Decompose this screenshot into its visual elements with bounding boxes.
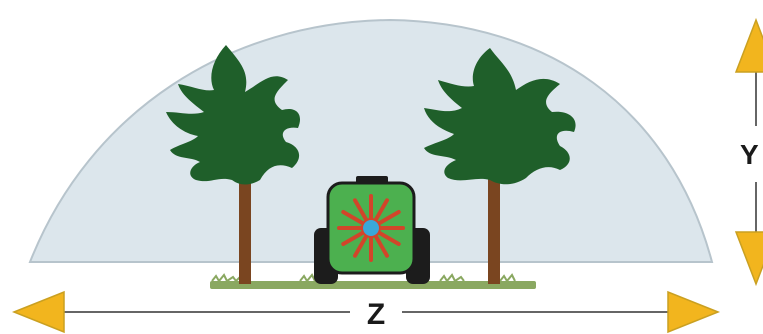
fan-ray xyxy=(353,198,369,224)
fan-ray xyxy=(353,232,369,258)
top-arrowhead xyxy=(734,17,763,73)
left-arrowhead xyxy=(11,290,65,334)
right-arrowhead xyxy=(667,290,721,334)
fan-ray xyxy=(375,210,401,226)
height-label: Y xyxy=(740,139,759,170)
height-dimension: Y xyxy=(734,17,763,287)
right-tree-icon xyxy=(424,48,576,284)
sprayer-icon xyxy=(314,176,430,284)
ground-strip xyxy=(210,273,536,289)
width-dimension: Z xyxy=(11,290,721,334)
fan-ray xyxy=(373,232,389,258)
fan-ray xyxy=(341,230,367,246)
width-label: Z xyxy=(367,298,385,331)
left-tree-foliage xyxy=(166,45,301,185)
bottom-arrowhead xyxy=(734,231,763,287)
fan-icon xyxy=(337,194,405,262)
left-tree-icon xyxy=(166,45,301,284)
left-tree-trunk xyxy=(239,178,251,284)
fan-hub xyxy=(361,218,381,238)
fan-ray xyxy=(373,198,389,224)
right-tree-trunk xyxy=(488,178,500,284)
fan-ray xyxy=(375,230,401,246)
fan-ray xyxy=(341,210,367,226)
right-tree-foliage xyxy=(424,48,576,185)
